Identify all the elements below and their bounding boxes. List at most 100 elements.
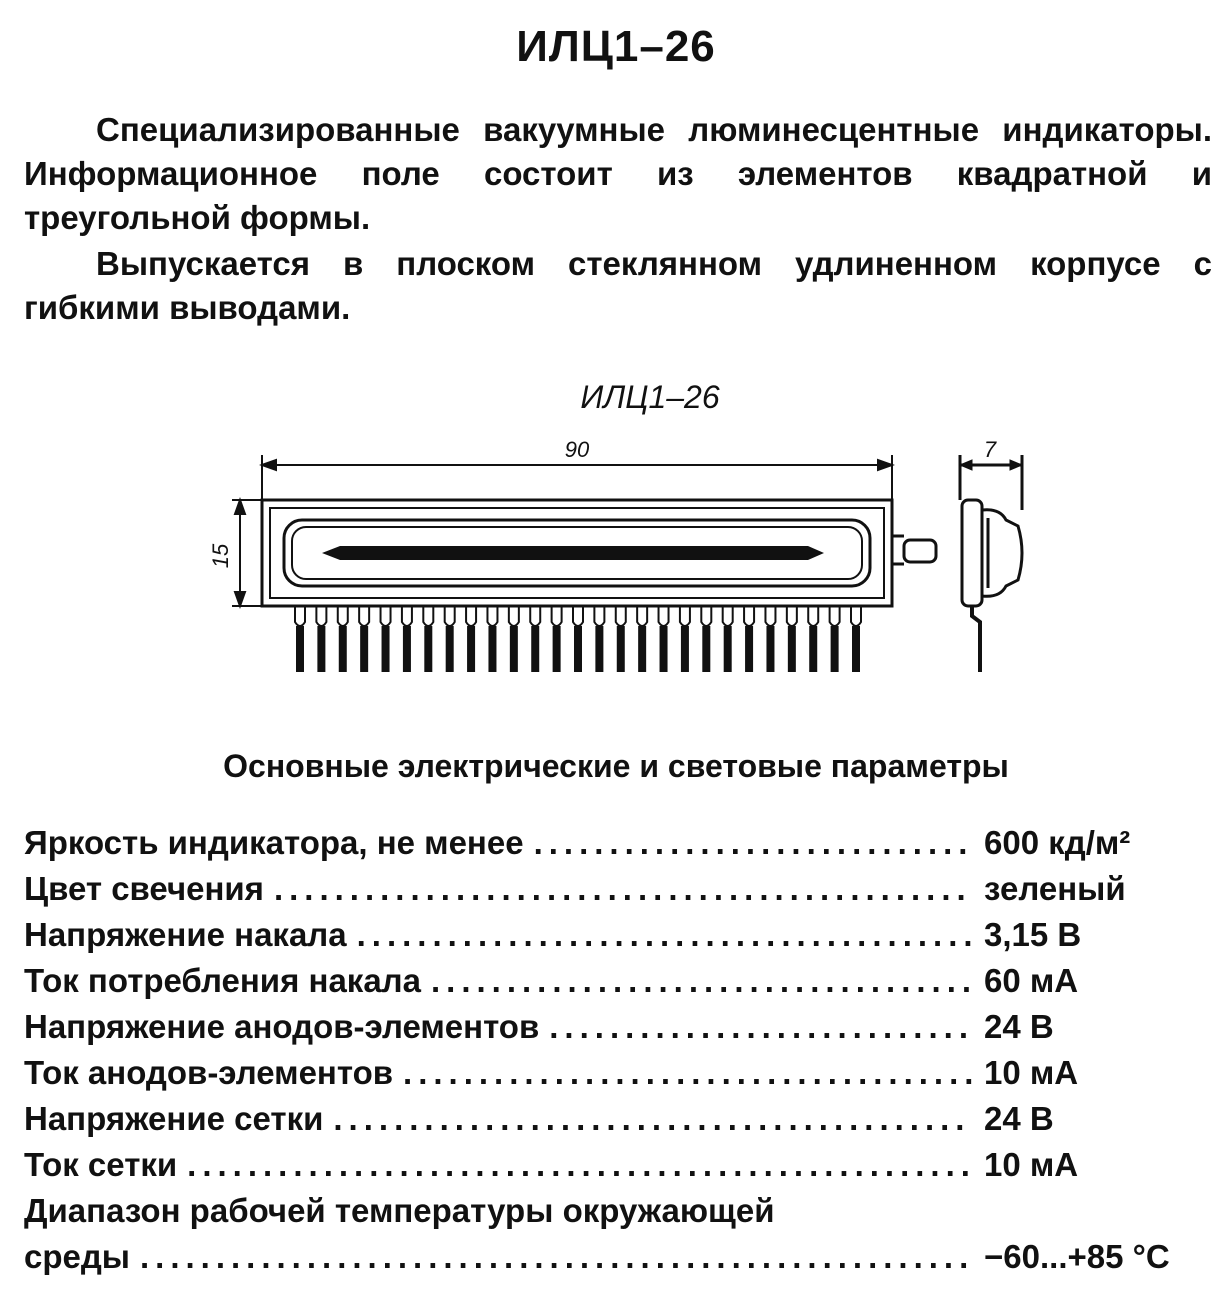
indicator-drawing: ИЛЦ1–26 90 15 — [208, 379, 1024, 672]
param-row: Напряжение анодов-элементов 24 В — [24, 1004, 1212, 1050]
pin-lead — [787, 626, 796, 672]
drawing-label: ИЛЦ1–26 — [580, 379, 719, 415]
pin-lead — [680, 626, 689, 672]
param-row: Цвет свечения зеленый — [24, 866, 1212, 912]
indicator-body — [260, 498, 894, 608]
pin-lead — [402, 626, 411, 672]
pin-lead — [317, 626, 326, 672]
pin-lead — [766, 626, 775, 672]
pin-loop — [443, 606, 456, 627]
pin-lead — [360, 626, 369, 672]
width-dimension — [259, 455, 895, 500]
dot-leader — [431, 958, 972, 1004]
display-window — [282, 518, 872, 588]
pin-loop — [743, 606, 756, 627]
pin-loop — [422, 606, 435, 627]
pin-lead — [659, 626, 668, 672]
pin-lead — [702, 626, 711, 672]
param-value: зеленый — [984, 870, 1126, 907]
param-value: 10 мА — [984, 1146, 1079, 1183]
dot-leader — [274, 866, 972, 912]
pin-loop — [850, 606, 862, 627]
pin-loop — [529, 606, 542, 627]
height-dimension-value: 15 — [208, 543, 233, 568]
dot-leader — [357, 912, 972, 958]
pin-loop — [614, 606, 627, 627]
pin-lead — [509, 626, 518, 672]
pin-loop — [400, 606, 413, 627]
param-name: Ток анодов-элементов — [24, 1054, 394, 1091]
pin-lead — [809, 626, 818, 672]
pin-lead — [552, 626, 561, 672]
dot-leader — [534, 820, 972, 866]
pin-lead — [296, 626, 304, 672]
section-title: Основные электрические и световые параме… — [223, 748, 1009, 784]
pin-loop — [572, 606, 584, 627]
param-row: Яркость индикатора, не менее 600 кд/м² — [24, 820, 1212, 866]
pin-lead — [595, 626, 604, 672]
pin-lead — [745, 626, 754, 672]
intro-paragraph-2: Выпускается в плоском стеклянном удлинен… — [24, 245, 1212, 326]
param-name: Цвет свечения — [24, 870, 264, 907]
param-row: Ток анодов-элементов 10 мА — [24, 1050, 1212, 1096]
pin-row — [294, 606, 862, 672]
segment-bar — [322, 546, 824, 560]
param-value: 3,15 В — [984, 916, 1082, 953]
param-row: Ток потребления накала 60 мА — [24, 958, 1212, 1004]
pin-loop — [657, 606, 670, 627]
exhaust-tip — [892, 534, 938, 566]
pin-loop — [550, 606, 563, 627]
dot-leader — [333, 1096, 972, 1142]
pin-lead — [424, 626, 433, 672]
pin-lead — [830, 626, 839, 672]
param-value: 10 мА — [984, 1054, 1079, 1091]
dot-leader — [187, 1142, 972, 1188]
param-value: 60 мА — [984, 962, 1079, 999]
pin-loop — [593, 606, 606, 627]
pin-loop — [785, 606, 798, 627]
param-name: Диапазон рабочей температуры окружающей — [24, 1192, 775, 1229]
pin-lead — [381, 626, 390, 672]
pin-loop — [315, 606, 328, 627]
parameter-list: Яркость индикатора, не менее 600 кд/м² Ц… — [24, 820, 1212, 1280]
param-value: −60...+85 °С — [984, 1238, 1170, 1275]
param-name: Напряжение накала — [24, 916, 347, 953]
page-title: ИЛЦ1–26 — [516, 22, 716, 71]
pin-lead — [616, 626, 625, 672]
pin-lead — [638, 626, 647, 672]
param-name: Яркость индикатора, не менее — [24, 824, 524, 861]
pin-loop — [828, 606, 841, 627]
width-dimension-value: 90 — [565, 437, 590, 462]
param-name: Ток сетки — [24, 1146, 178, 1183]
pin-loop — [486, 606, 499, 627]
param-name: среды — [24, 1238, 130, 1275]
depth-dimension-value: 7 — [984, 437, 997, 462]
param-value: 600 кд/м² — [984, 824, 1131, 861]
pin-lead — [445, 626, 454, 672]
intro-paragraph-1: Специализированные вакуумные люминесцент… — [24, 111, 1212, 236]
pin-lead — [852, 626, 860, 672]
pin-loop — [465, 606, 478, 627]
pin-loop — [294, 606, 306, 627]
pin-loop — [700, 606, 713, 627]
pin-lead — [531, 626, 540, 672]
pin-lead — [723, 626, 732, 672]
param-row: Напряжение сетки 24 В — [24, 1096, 1212, 1142]
side-view — [958, 455, 1024, 672]
param-row-temperature-line1: Диапазон рабочей температуры окружающей — [24, 1188, 1212, 1234]
height-dimension — [232, 497, 262, 609]
pin-lead — [467, 626, 476, 672]
param-value: 24 В — [984, 1008, 1054, 1045]
param-row-temperature: среды −60...+85 °С — [24, 1234, 1212, 1280]
pin-lead — [574, 626, 582, 672]
pin-loop — [507, 606, 520, 627]
pin-loop — [721, 606, 734, 627]
param-row: Ток сетки 10 мА — [24, 1142, 1212, 1188]
pin-loop — [358, 606, 371, 627]
pin-lead — [488, 626, 497, 672]
pin-loop — [336, 606, 349, 627]
intro-text: Специализированные вакуумные люминесцент… — [24, 108, 1212, 330]
pin-lead — [338, 626, 347, 672]
dot-leader — [549, 1004, 972, 1050]
